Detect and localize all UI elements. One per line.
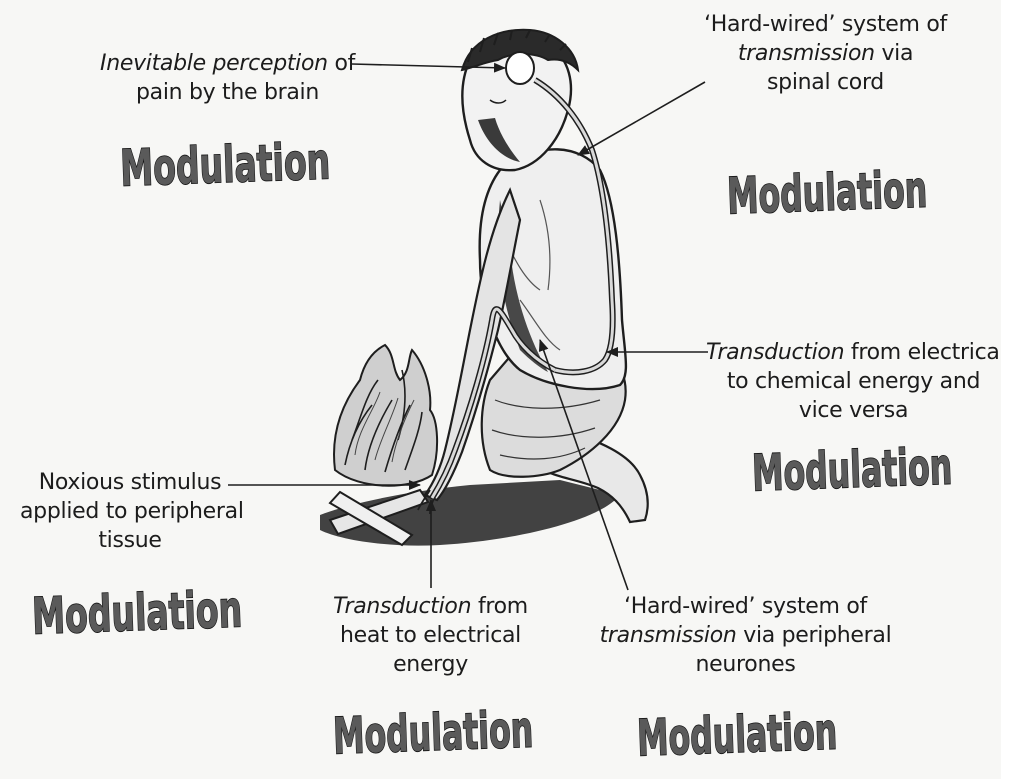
caption-line: transmission via: [698, 39, 953, 68]
caption-line: Inevitable perception of: [100, 49, 355, 78]
caption-line: heat to electrical: [328, 621, 533, 650]
caption-line: Transduction from electrical: [706, 338, 1001, 367]
arrow-spinal-cord: [578, 82, 705, 155]
caption-line: neurones: [598, 650, 893, 679]
modulation-label-brain: Modulation: [119, 132, 331, 197]
caption-line: transmission via peripheral: [598, 621, 893, 650]
caption-italic-text: transmission: [738, 41, 875, 66]
modulation-label-noxious: Modulation: [31, 580, 243, 645]
caption-line: spinal cord: [698, 68, 953, 97]
caption-italic-text: Inevitable perception: [100, 51, 328, 76]
caption-text: via: [875, 41, 913, 66]
caption-line: to chemical energy and: [706, 367, 1001, 396]
modulation-label-spinal: Modulation: [726, 161, 928, 226]
caption-line: tissue: [20, 526, 240, 555]
modulation-label-transduction-heat: Modulation: [332, 701, 534, 766]
caption-line: Noxious stimulus: [20, 468, 240, 497]
modulation-label-transduction-chemical: Modulation: [751, 438, 953, 503]
caption-line: energy: [328, 650, 533, 679]
caption-line: Transduction from: [328, 592, 533, 621]
caption-brain-perception: Inevitable perception of pain by the bra…: [100, 49, 355, 107]
caption-noxious-stimulus: Noxious stimulus applied to peripheral t…: [20, 468, 240, 555]
caption-text: from electrical: [844, 340, 1005, 365]
caption-line: pain by the brain: [100, 78, 355, 107]
caption-line: ‘Hard-wired’ system of: [598, 592, 893, 621]
caption-text: from: [471, 594, 528, 619]
caption-spinal-transmission: ‘Hard-wired’ system of transmission via …: [698, 10, 953, 97]
caption-line: ‘Hard-wired’ system of: [698, 10, 953, 39]
caption-text: via peripheral: [737, 623, 892, 648]
caption-peripheral-transmission: ‘Hard-wired’ system of transmission via …: [598, 592, 893, 679]
caption-italic-text: Transduction: [333, 594, 471, 619]
caption-line: vice versa: [706, 396, 1001, 425]
caption-line: applied to peripheral: [20, 497, 240, 526]
modulation-label-peripheral: Modulation: [636, 703, 838, 768]
caption-transduction-chemical: Transduction from electrical to chemical…: [706, 338, 1001, 425]
caption-text: of: [328, 51, 355, 76]
caption-italic-text: transmission: [600, 623, 737, 648]
caption-transduction-heat: Transduction from heat to electrical ene…: [328, 592, 533, 679]
caption-italic-text: Transduction: [706, 340, 844, 365]
